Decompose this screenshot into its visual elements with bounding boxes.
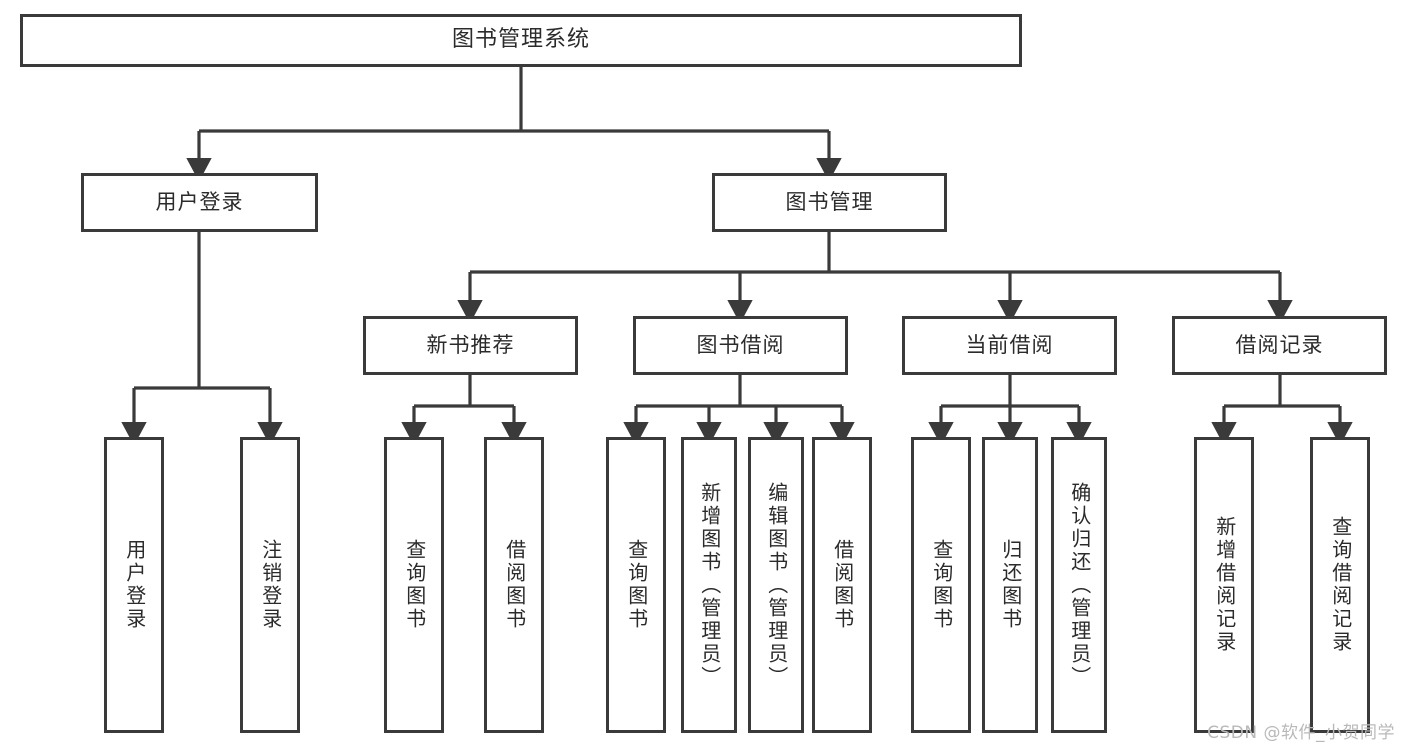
leaf-add-book-admin[interactable]: 新增图书（管理员） [681,437,737,733]
node-label: 借阅图书 [502,539,527,631]
leaf-query-borrow-record[interactable]: 查询借阅记录 [1310,437,1370,733]
node-label: 新增图书（管理员） [697,481,722,689]
node-label: 注销登录 [258,539,283,631]
leaf-edit-book-admin[interactable]: 编辑图书（管理员） [748,437,804,733]
node-new-book-recommend[interactable]: 新书推荐 [363,316,578,375]
node-label: 图书管理系统 [451,27,590,53]
node-label: 编辑图书（管理员） [764,481,789,689]
leaf-query-book-borrow[interactable]: 查询图书 [606,437,666,733]
node-label: 归还图书 [998,539,1023,631]
watermark-csdn: CSDN @软件_小贺同学 [1207,723,1395,743]
node-label: 查询图书 [929,539,954,631]
node-label: 新增借阅记录 [1212,516,1237,654]
node-label: 当前借阅 [965,332,1054,357]
leaf-logout-login[interactable]: 注销登录 [240,437,300,733]
node-borrow-record[interactable]: 借阅记录 [1172,316,1387,375]
node-label: 查询借阅记录 [1328,516,1353,654]
leaf-add-borrow-record[interactable]: 新增借阅记录 [1194,437,1254,733]
node-label: 用户登录 [122,539,147,631]
node-label: 新书推荐 [426,332,515,357]
leaf-query-book-new-recommend[interactable]: 查询图书 [384,437,444,733]
node-book-borrow[interactable]: 图书借阅 [633,316,848,375]
node-label: 查询图书 [402,539,427,631]
node-current-borrow[interactable]: 当前借阅 [902,316,1117,375]
leaf-borrow-book-borrow[interactable]: 借阅图书 [812,437,872,733]
node-label: 图书管理 [785,189,874,214]
node-label: 确认归还（管理员） [1067,481,1092,689]
leaf-query-book-current[interactable]: 查询图书 [911,437,971,733]
node-root-book-management-system[interactable]: 图书管理系统 [20,14,1022,67]
node-label: 借阅记录 [1235,332,1324,357]
node-label: 借阅图书 [830,539,855,631]
leaf-borrow-book-new-recommend[interactable]: 借阅图书 [484,437,544,733]
node-label: 用户登录 [155,189,244,214]
node-book-manage[interactable]: 图书管理 [712,173,947,232]
node-user-login[interactable]: 用户登录 [81,173,318,232]
leaf-return-book[interactable]: 归还图书 [982,437,1038,733]
node-label: 查询图书 [624,539,649,631]
leaf-confirm-return-admin[interactable]: 确认归还（管理员） [1051,437,1107,733]
node-label: 图书借阅 [696,332,785,357]
leaf-user-login[interactable]: 用户登录 [104,437,164,733]
